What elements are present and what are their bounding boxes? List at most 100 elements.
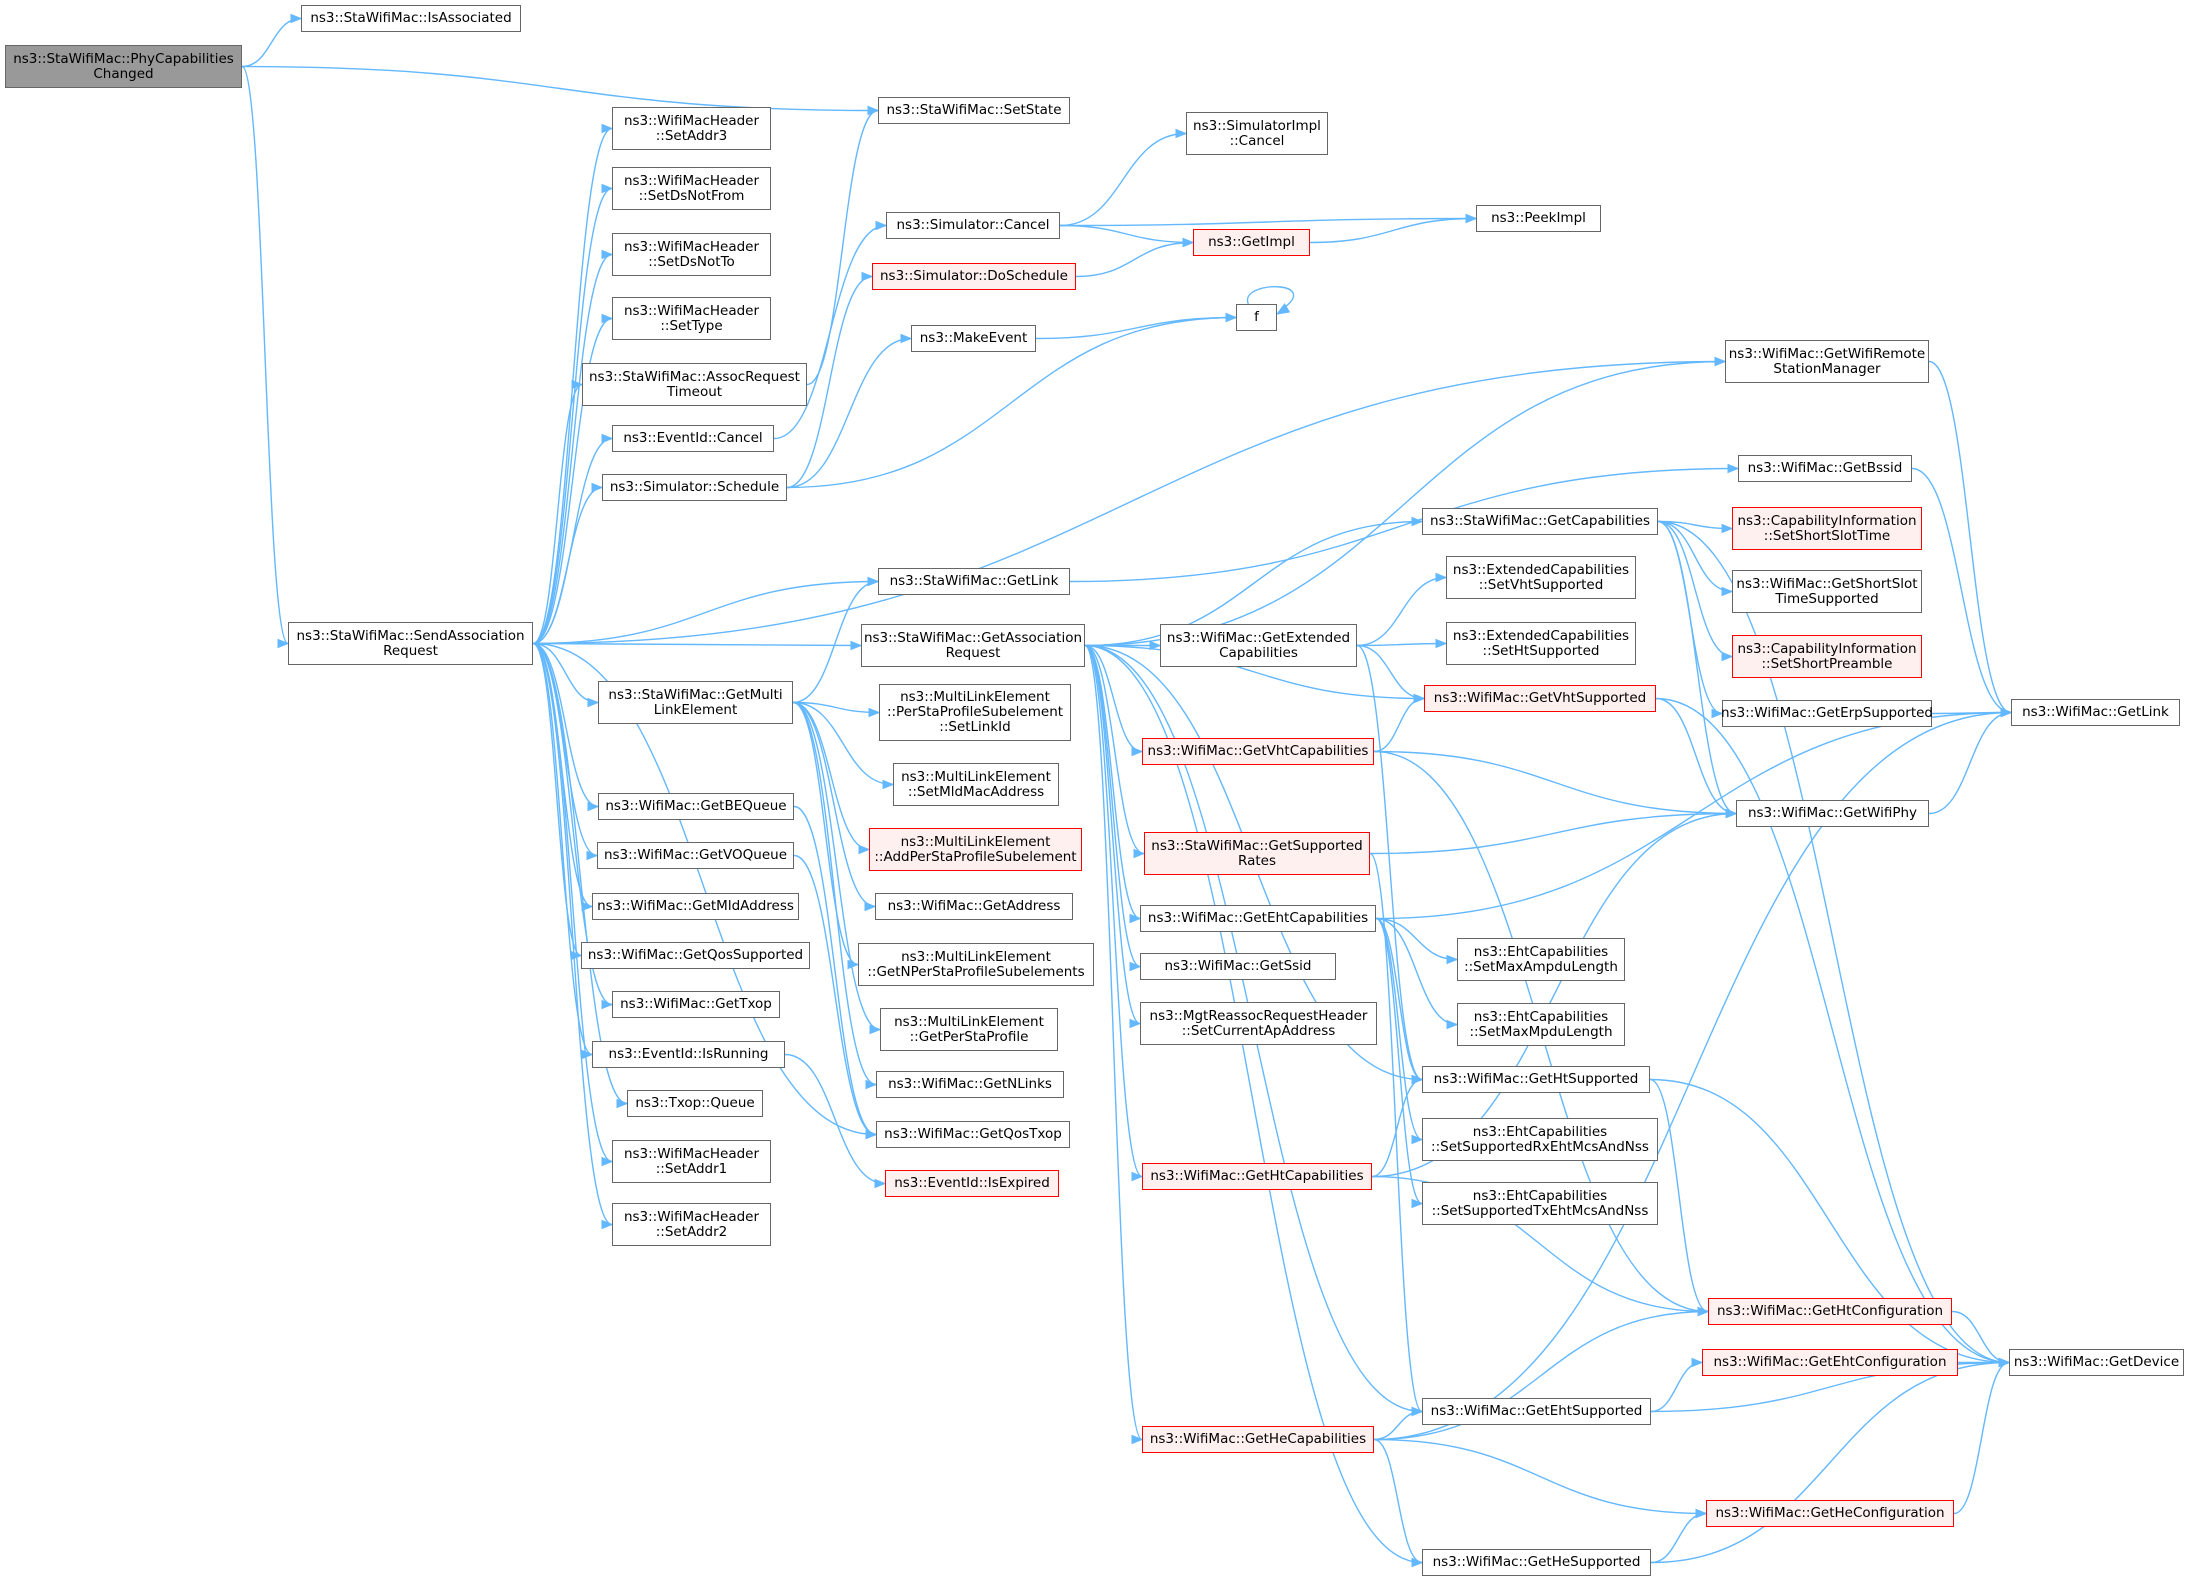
node-getimpl[interactable]: ns3::GetImpl — [1193, 229, 1310, 256]
node-isassociated[interactable]: ns3::StaWifiMac::IsAssociated — [301, 5, 521, 32]
node-label: ns3::WifiMac::GetExtended — [1166, 629, 1351, 646]
node-getvhtcap[interactable]: ns3::WifiMac::GetVhtCapabilities — [1142, 738, 1374, 765]
edge-sendassoc-to-simschedule — [532, 486, 603, 645]
node-gethecap[interactable]: ns3::WifiMac::GetHeCapabilities — [1142, 1426, 1374, 1453]
node-addpersta[interactable]: ns3::MultiLinkElement::AddPerStaProfileS… — [869, 828, 1082, 871]
edge-sendassoc-to-setaddr2 — [532, 642, 613, 1226]
node-simschedule[interactable]: ns3::Simulator::Schedule — [602, 474, 787, 501]
node-sethtsup[interactable]: ns3::ExtendedCapabilities::SetHtSupporte… — [1446, 622, 1636, 665]
node-label: TimeSupported — [1775, 590, 1879, 607]
node-getbssid[interactable]: ns3::WifiMac::GetBssid — [1738, 455, 1912, 482]
edge-gethtsup-to-getdevice — [1649, 1078, 2010, 1364]
edge-getvoqueue-to-getqostxop — [793, 854, 877, 1136]
node-setmaxmpdu[interactable]: ns3::EhtCapabilities::SetMaxMpduLength — [1457, 1003, 1625, 1046]
node-getaddress[interactable]: ns3::WifiMac::GetAddress — [875, 893, 1073, 920]
edge-simschedule-to-makeevent — [786, 337, 912, 489]
edge-getmultilink-to-getnpersta — [792, 701, 859, 966]
node-getcaps[interactable]: ns3::StaWifiMac::GetCapabilities — [1422, 508, 1658, 535]
node-setmldmac[interactable]: ns3::MultiLinkElement::SetMldMacAddress — [893, 763, 1059, 806]
node-peekimpl[interactable]: ns3::PeekImpl — [1476, 205, 1601, 232]
edge-getheconf-to-getdevice — [1953, 1361, 2010, 1515]
node-settxeht[interactable]: ns3::EhtCapabilities::SetSupportedTxEhtM… — [1422, 1182, 1658, 1225]
node-setshortpre[interactable]: ns3::CapabilityInformation::SetShortPrea… — [1732, 635, 1922, 678]
node-label: ns3::MultiLinkElement — [900, 833, 1051, 850]
node-gethtcap[interactable]: ns3::WifiMac::GetHtCapabilities — [1142, 1163, 1372, 1190]
arrowhead — [587, 801, 600, 812]
node-setmaxampdu[interactable]: ns3::EhtCapabilities::SetMaxAmpduLength — [1457, 938, 1625, 981]
node-txopqueue[interactable]: ns3::Txop::Queue — [627, 1090, 763, 1117]
node-getlink[interactable]: ns3::WifiMac::GetLink — [2011, 699, 2180, 726]
node-stagetlink[interactable]: ns3::StaWifiMac::GetLink — [878, 568, 1070, 595]
node-label: ns3::WifiMac::GetTxop — [620, 996, 772, 1012]
node-getheconf[interactable]: ns3::WifiMac::GetHeConfiguration — [1706, 1500, 1954, 1527]
node-setshortslot[interactable]: ns3::CapabilityInformation::SetShortSlot… — [1732, 507, 1922, 550]
node-setdsnotfrom[interactable]: ns3::WifiMacHeader::SetDsNotFrom — [612, 167, 771, 210]
node-getnpersta[interactable]: ns3::MultiLinkElement::GetNPerStaProfile… — [858, 943, 1094, 986]
arrowhead — [1131, 746, 1144, 757]
arrowhead — [1435, 572, 1448, 583]
node-gettxop[interactable]: ns3::WifiMac::GetTxop — [612, 991, 780, 1018]
edge-sendassoc-to-settype — [532, 317, 613, 645]
node-label: ns3::CapabilityInformation — [1737, 512, 1917, 529]
node-getpersta[interactable]: ns3::MultiLinkElement::GetPerStaProfile — [880, 1008, 1058, 1051]
node-getvoqueue[interactable]: ns3::WifiMac::GetVOQueue — [597, 842, 794, 869]
node-getnlinks[interactable]: ns3::WifiMac::GetNLinks — [876, 1071, 1064, 1098]
node-label: ns3::WifiMac::GetQosSupported — [587, 947, 804, 963]
node-geterpsup[interactable]: ns3::WifiMac::GetErpSupported — [1721, 700, 1933, 727]
node-gethtconf[interactable]: ns3::WifiMac::GetHtConfiguration — [1708, 1298, 1952, 1325]
node-settype[interactable]: ns3::WifiMacHeader::SetType — [612, 297, 771, 340]
arrowhead — [1691, 1357, 1704, 1368]
node-eventidcancel[interactable]: ns3::EventId::Cancel — [612, 425, 774, 452]
node-setstate[interactable]: ns3::StaWifiMac::SetState — [878, 97, 1070, 124]
node-isexpired[interactable]: ns3::EventId::IsExpired — [885, 1170, 1059, 1197]
node-getvhtsup[interactable]: ns3::WifiMac::GetVhtSupported — [1424, 685, 1656, 712]
node-getbequeue[interactable]: ns3::WifiMac::GetBEQueue — [598, 793, 794, 820]
node-getwifiphy[interactable]: ns3::WifiMac::GetWifiPhy — [1736, 800, 1929, 827]
node-perstasetlinkid[interactable]: ns3::MultiLinkElement::PerStaProfileSube… — [879, 684, 1071, 741]
node-getqostxop[interactable]: ns3::WifiMac::GetQosTxop — [876, 1121, 1070, 1148]
edge-getmultilink-to-getaddress — [792, 701, 876, 908]
node-simcancel[interactable]: ns3::Simulator::Cancel — [886, 212, 1060, 239]
node-setdsnotto[interactable]: ns3::WifiMacHeader::SetDsNotTo — [612, 233, 771, 276]
node-getssid[interactable]: ns3::WifiMac::GetSsid — [1140, 953, 1336, 980]
arrowhead — [601, 123, 614, 134]
node-setaddr1[interactable]: ns3::WifiMacHeader::SetAddr1 — [612, 1140, 771, 1183]
node-setrxeht[interactable]: ns3::EhtCapabilities::SetSupportedRxEhtM… — [1422, 1118, 1658, 1161]
arrowhead — [601, 313, 614, 324]
arrowhead — [882, 779, 895, 790]
node-setaddr3[interactable]: ns3::WifiMacHeader::SetAddr3 — [612, 107, 771, 150]
node-gethesup[interactable]: ns3::WifiMac::GetHeSupported — [1422, 1549, 1651, 1576]
edge-getwifiphy-to-getlink — [1928, 711, 2012, 815]
arrowhead — [1725, 808, 1738, 819]
node-getehtsup[interactable]: ns3::WifiMac::GetEhtSupported — [1422, 1398, 1651, 1425]
node-getmldaddress[interactable]: ns3::WifiMac::GetMldAddress — [592, 893, 799, 920]
node-getehtcap[interactable]: ns3::WifiMac::GetEhtCapabilities — [1140, 905, 1376, 932]
node-label: ::SetMaxMpduLength — [1469, 1023, 1613, 1040]
node-label: Changed — [93, 65, 154, 82]
node-label: ns3::StaWifiMac::GetSupported — [1151, 837, 1363, 854]
node-setvhtsup[interactable]: ns3::ExtendedCapabilities::SetVhtSupport… — [1446, 556, 1636, 599]
edge-simcancel-to-simimplcancel — [1059, 132, 1187, 227]
node-f[interactable]: f — [1236, 304, 1277, 331]
node-getehtconf[interactable]: ns3::WifiMac::GetEhtConfiguration — [1702, 1349, 1958, 1376]
node-dosschedule[interactable]: ns3::Simulator::DoSchedule — [872, 263, 1076, 290]
node-gethtsup[interactable]: ns3::WifiMac::GetHtSupported — [1422, 1066, 1650, 1093]
node-setcurrentap[interactable]: ns3::MgtReassocRequestHeader::SetCurrent… — [1140, 1002, 1377, 1045]
node-getqossupported[interactable]: ns3::WifiMac::GetQosSupported — [581, 942, 810, 969]
node-isrunning[interactable]: ns3::EventId::IsRunning — [592, 1041, 785, 1068]
node-makeevent[interactable]: ns3::MakeEvent — [911, 325, 1036, 352]
arrowhead — [586, 850, 599, 861]
node-getdevice[interactable]: ns3::WifiMac::GetDevice — [2009, 1349, 2184, 1376]
node-setaddr2[interactable]: ns3::WifiMacHeader::SetAddr2 — [612, 1203, 771, 1246]
node-simimplcancel[interactable]: ns3::SimulatorImpl::Cancel — [1186, 112, 1328, 155]
arrowhead — [601, 249, 614, 260]
node-label: ::SetShortSlotTime — [1763, 527, 1891, 544]
